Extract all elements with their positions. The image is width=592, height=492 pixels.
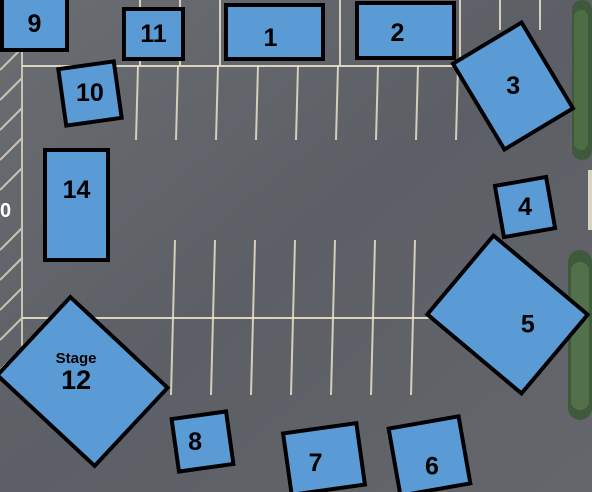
booth-6-label: 6	[424, 454, 438, 479]
booth-12-label: 12	[56, 367, 97, 394]
booth-2-label: 2	[391, 21, 405, 46]
booth-5-label: 5	[521, 312, 535, 337]
booth-9-label: 9	[28, 12, 42, 37]
booth-1[interactable]: 1	[224, 3, 325, 61]
booth-8[interactable]: 8	[169, 409, 235, 474]
booth-8-label: 8	[188, 430, 202, 455]
booth-11-label: 11	[140, 22, 166, 47]
booth-10-label: 10	[76, 81, 104, 106]
booth-4[interactable]: 4	[493, 175, 558, 240]
booth-12-label-group: Stage 12	[56, 350, 97, 394]
booth-4-label: 4	[518, 195, 532, 220]
edge-label: 0	[0, 200, 11, 223]
booth-6[interactable]: 6	[386, 414, 472, 492]
booth-9[interactable]: 9	[0, 0, 69, 52]
booth-2[interactable]: 2	[355, 1, 456, 60]
booth-11[interactable]: 11	[122, 7, 185, 61]
booth-14[interactable]: 14	[43, 148, 110, 262]
booth-7-label: 7	[309, 451, 323, 476]
booth-3-label: 3	[506, 74, 520, 99]
booth-10[interactable]: 10	[56, 59, 124, 128]
booth-14-label: 14	[63, 178, 91, 203]
booth-7[interactable]: 7	[281, 421, 367, 492]
booth-1-label: 1	[264, 26, 278, 51]
